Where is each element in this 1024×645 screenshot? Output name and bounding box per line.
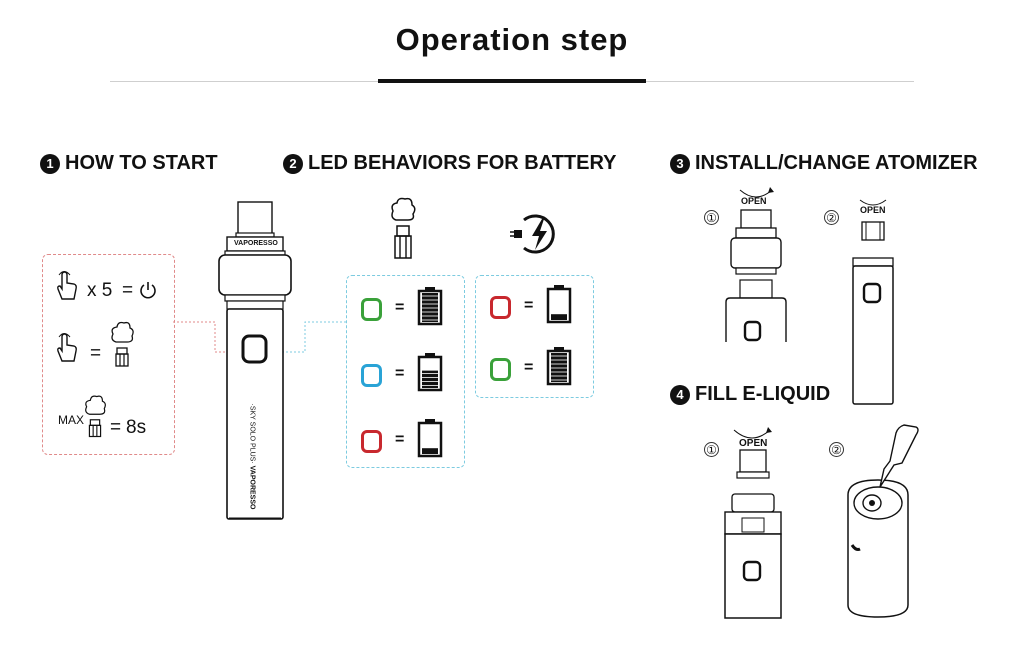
battery-level-icon <box>417 286 443 331</box>
vaping-icon <box>391 197 416 259</box>
section-number: 2 <box>283 153 303 174</box>
max-time: 8s <box>126 417 147 438</box>
open-label: OPEN <box>741 196 767 206</box>
section-install-atomizer: 3 INSTALL/CHANGE ATOMIZER <box>670 152 978 175</box>
battery-icon <box>417 287 443 326</box>
section-number: 3 <box>670 153 690 174</box>
vapor-coil-icon <box>111 321 134 367</box>
equals-sign: = <box>524 297 534 314</box>
equals-sign: = <box>90 343 102 364</box>
section-how-to-start: 1 HOW TO START <box>40 152 218 175</box>
finger-hold-icon <box>57 333 77 362</box>
fill-bottle-illustration <box>847 424 919 618</box>
battery-level-icon <box>546 346 572 391</box>
device-model: ·SKY SOLO PLUS· <box>248 403 256 464</box>
led-charging-box <box>475 275 594 398</box>
max-label: MAX <box>58 413 85 427</box>
section-number: 4 <box>670 384 690 405</box>
device-brand-top: VAPORESSO <box>234 240 278 247</box>
led-indicator <box>361 430 382 453</box>
finger-press-icon <box>57 271 77 300</box>
battery-icon <box>417 353 443 392</box>
charging-icon <box>510 214 555 254</box>
battery-icon <box>417 419 443 458</box>
equals-sign: = <box>395 365 405 382</box>
open-label: OPEN <box>739 438 768 449</box>
equals-sign: = <box>395 299 405 316</box>
led-indicator <box>361 298 382 321</box>
battery-level-icon <box>417 418 443 463</box>
open-label: OPEN <box>860 205 886 215</box>
page-title: Operation step <box>395 22 629 57</box>
section-label: HOW TO START <box>65 152 218 174</box>
section-led-behaviors: 2 LED BEHAVIORS FOR BATTERY <box>283 152 617 175</box>
device-side-label: ·SKY SOLO PLUS· VAPORESSO <box>248 403 256 510</box>
equals-sign: = <box>122 280 134 301</box>
section-number: 1 <box>40 153 60 174</box>
title-underline <box>378 79 646 83</box>
section-label: FILL E-LIQUID <box>695 383 831 405</box>
step-number: ② <box>829 442 844 457</box>
battery-level-icon <box>417 352 443 397</box>
device-brand: VAPORESSO <box>248 465 256 510</box>
atomizer-installed-illustration <box>852 199 894 405</box>
step-number: ② <box>824 210 839 225</box>
press-count: x 5 <box>87 280 113 301</box>
equals-sign: = <box>395 431 405 448</box>
how-to-start-box <box>42 254 175 455</box>
led-indicator <box>361 364 382 387</box>
power-icon <box>140 282 156 299</box>
atomizer-removal-illustration <box>725 187 787 342</box>
step-number: ① <box>704 210 719 225</box>
battery-icon <box>546 285 572 324</box>
led-indicator <box>490 358 511 381</box>
led-indicator <box>490 296 511 319</box>
equals-sign: = <box>524 359 534 376</box>
section-label: INSTALL/CHANGE ATOMIZER <box>695 152 978 174</box>
fill-open-illustration <box>724 427 782 619</box>
battery-icon <box>546 347 572 386</box>
led-vaping-box <box>346 275 465 468</box>
equals-sign: = <box>110 417 122 438</box>
section-label: LED BEHAVIORS FOR BATTERY <box>308 152 617 174</box>
section-fill-eliquid: 4 FILL E-LIQUID <box>670 383 830 406</box>
vapor-coil-icon <box>85 395 106 438</box>
battery-level-icon <box>546 284 572 329</box>
vape-device-illustration <box>218 201 292 520</box>
step-number: ① <box>704 442 719 457</box>
